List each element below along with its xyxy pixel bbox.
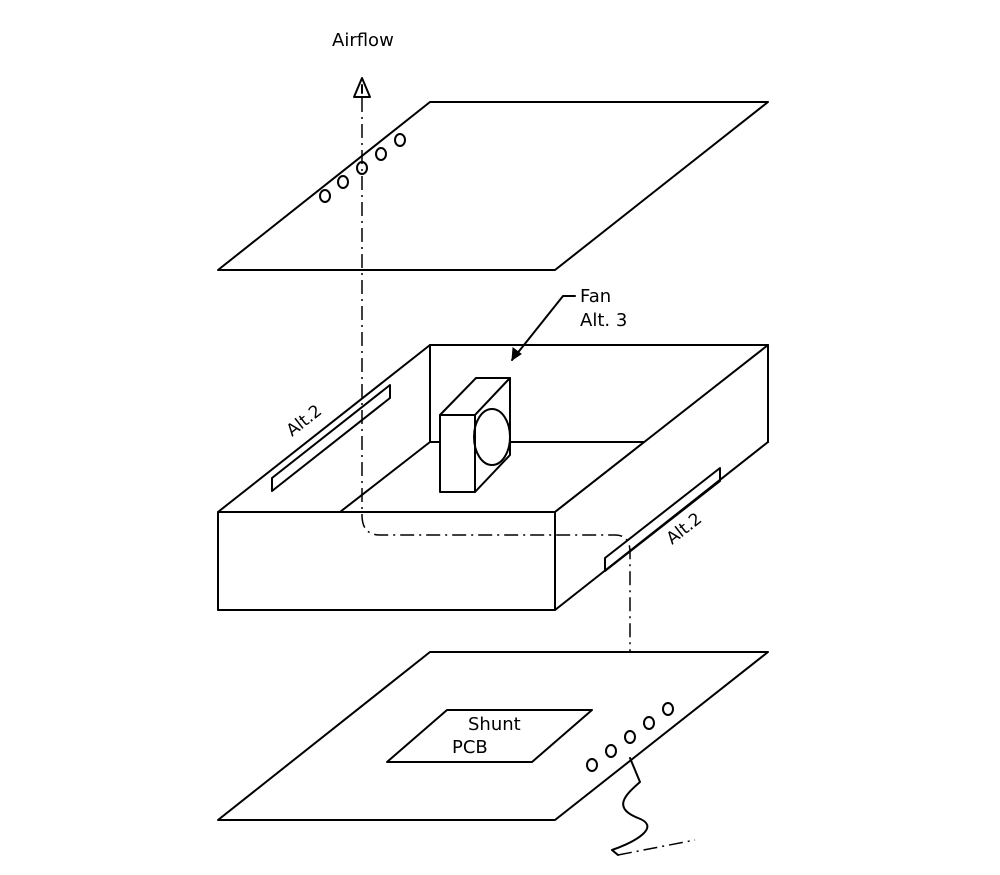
airflow-inlet-dash [617,839,696,856]
airflow-label: Airflow [332,30,394,51]
fan-label-line1: Fan [580,286,611,307]
top-plate [217,101,769,271]
shunt-label: Shunt [468,714,521,735]
pcb-label: PCB [452,737,488,758]
bottom-plate [217,651,769,821]
airflow-arrowhead [353,77,371,98]
shunt-pcb-board [386,709,593,763]
left-vent-slot [271,384,391,492]
right-vent-slot [604,467,721,572]
airflow-path [361,98,631,755]
fan [439,377,511,493]
fan-leader-line [511,295,576,361]
fan-label-line2: Alt. 3 [580,310,627,331]
airflow-inlet-wave [611,757,649,856]
fan-leader-arrow [511,347,522,361]
bottom-plate-vent-holes [586,702,674,772]
